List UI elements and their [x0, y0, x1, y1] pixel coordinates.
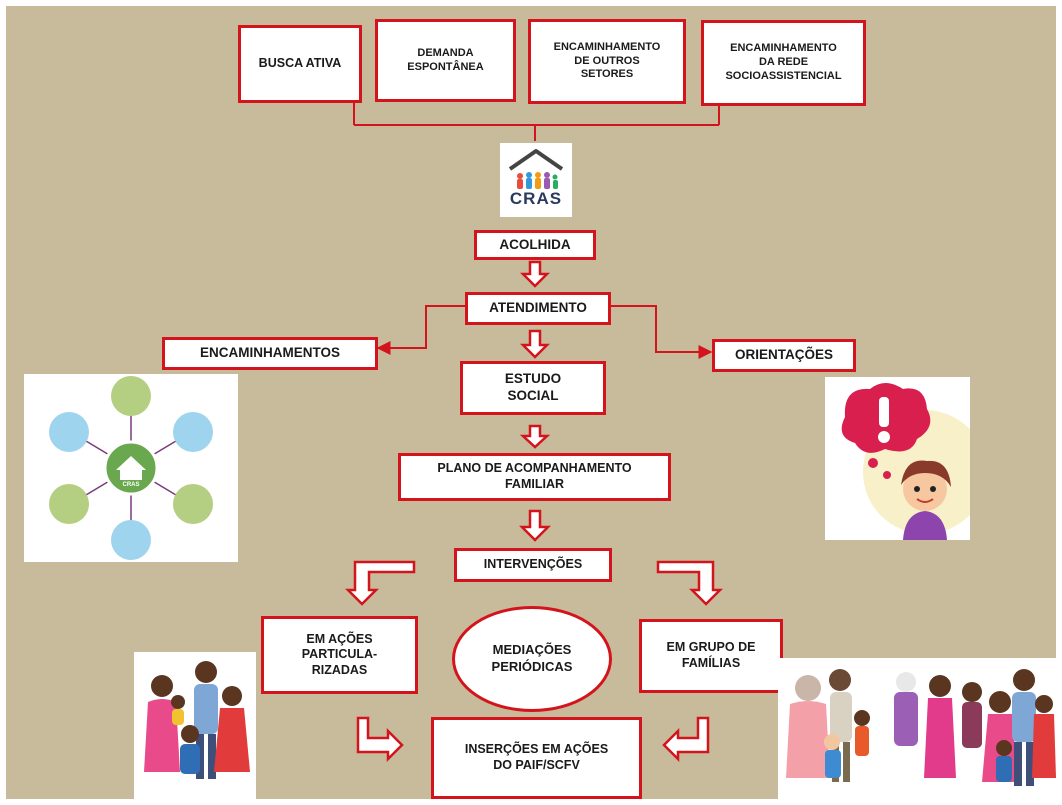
bent-arrow-bottom-left	[356, 716, 404, 763]
network-diagram-icon	[49, 376, 213, 560]
family-illustration-icon	[144, 661, 250, 779]
estudo-social-box: ESTUDO SOCIAL	[460, 361, 606, 415]
network-illustration: CRAS	[24, 374, 238, 562]
branch-to-encaminhamentos	[376, 305, 466, 355]
orientacoes-box: ORIENTAÇÕES	[712, 339, 856, 372]
intervencoes-box: INTERVENÇÕES	[454, 548, 612, 582]
atendimento-box: ATENDIMENTO	[465, 292, 611, 325]
source-busca-ativa: BUSCA ATIVA	[238, 25, 362, 103]
flowchart-canvas: BUSCA ATIVA DEMANDA ESPONTÂNEA ENCAMINHA…	[6, 6, 1056, 799]
cras-logo: CRAS	[500, 143, 572, 217]
group-illustration-icon	[786, 669, 1056, 786]
source-encaminhamento-rede: ENCAMINHAMENTO DA REDE SOCIOASSISTENCIAL	[701, 20, 866, 106]
acolhida-box: ACOLHIDA	[474, 230, 596, 260]
down-arrow-estudo	[519, 424, 551, 449]
bent-arrow-right	[656, 560, 724, 606]
mediacoes-periodicas-ellipse: MEDIAÇÕES PERIÓDICAS	[452, 606, 612, 712]
acoes-particularizadas-box: EM AÇÕES PARTICULA- RIZADAS	[261, 616, 418, 694]
down-arrow-plano	[518, 509, 552, 542]
bent-arrow-bottom-right	[662, 716, 710, 763]
encaminhamentos-box: ENCAMINHAMENTOS	[162, 337, 378, 370]
people-icon	[517, 172, 558, 189]
family-illustration	[134, 652, 256, 799]
source-bracket	[353, 102, 720, 141]
community-group-illustration	[778, 658, 1056, 799]
source-demanda-espontanea: DEMANDA ESPONTÂNEA	[375, 19, 516, 102]
thinking-girl-illustration	[825, 377, 970, 540]
branch-to-orientacoes	[609, 305, 713, 359]
exclamation-thought-icon	[841, 383, 970, 540]
connector-layer	[344, 102, 724, 763]
down-arrow-atendimento	[519, 329, 551, 359]
house-roof-icon	[508, 149, 564, 189]
plano-acompanhamento-box: PLANO DE ACOMPANHAMENTO FAMILIAR	[398, 453, 671, 501]
source-encaminhamento-outros-setores: ENCAMINHAMENTO DE OUTROS SETORES	[528, 19, 686, 104]
insercoes-box: INSERÇÕES EM AÇÕES DO PAIF/SCFV	[431, 717, 642, 799]
down-arrow-acolhida	[519, 260, 551, 288]
grupo-familias-box: EM GRUPO DE FAMÍLIAS	[639, 619, 783, 693]
network-center-label: CRAS	[122, 482, 140, 488]
cras-logo-text: CRAS	[509, 189, 563, 208]
bent-arrow-left	[344, 560, 416, 606]
